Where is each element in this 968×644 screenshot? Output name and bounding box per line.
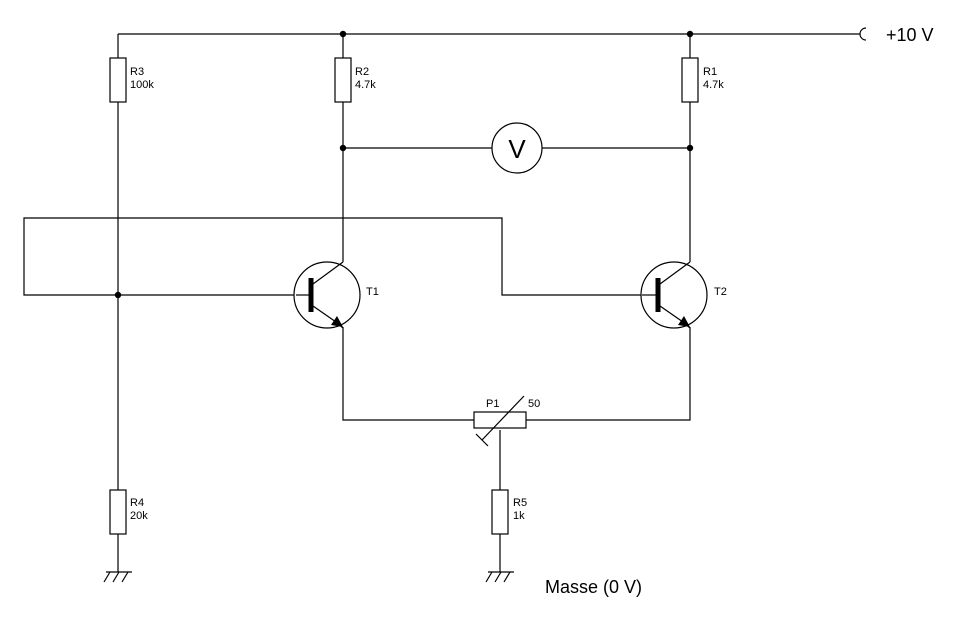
p1-value: 50 [528, 398, 540, 410]
ground-label: Masse (0 V) [545, 577, 642, 597]
t1-label: T1 [366, 286, 379, 298]
r4-value: 20k [130, 510, 148, 522]
transistor-t1: T1 [293, 254, 379, 329]
supply-terminal: +10 V [859, 25, 934, 45]
transistor-t2: T2 [640, 254, 727, 329]
r5-name: R5 [513, 497, 527, 509]
supply-label: +10 V [886, 25, 934, 45]
r2-name: R2 [355, 66, 369, 78]
resistor-r1: R1 4.7k [681, 57, 724, 103]
r3-name: R3 [130, 66, 144, 78]
t2-label: T2 [714, 286, 727, 298]
r3-value: 100k [130, 79, 154, 91]
voltmeter-symbol: V [508, 134, 526, 164]
r1-name: R1 [703, 66, 717, 78]
potentiometer-p1: P1 50 [473, 395, 540, 447]
r5-value: 1k [513, 510, 525, 522]
resistor-r2: R2 4.7k [334, 57, 376, 103]
r2-value: 4.7k [355, 79, 376, 91]
ground-symbol-left [103, 571, 132, 583]
r4-name: R4 [130, 497, 144, 509]
wires [23, 33, 860, 572]
junction-dots [114, 30, 694, 299]
resistor-r4: R4 20k [109, 489, 148, 535]
r1-value: 4.7k [703, 79, 724, 91]
voltmeter: V [491, 122, 543, 174]
resistor-r5: R5 1k [491, 489, 527, 535]
resistor-r3: R3 100k [109, 57, 154, 103]
ground-symbol-right [485, 571, 514, 583]
p1-name: P1 [486, 398, 499, 410]
